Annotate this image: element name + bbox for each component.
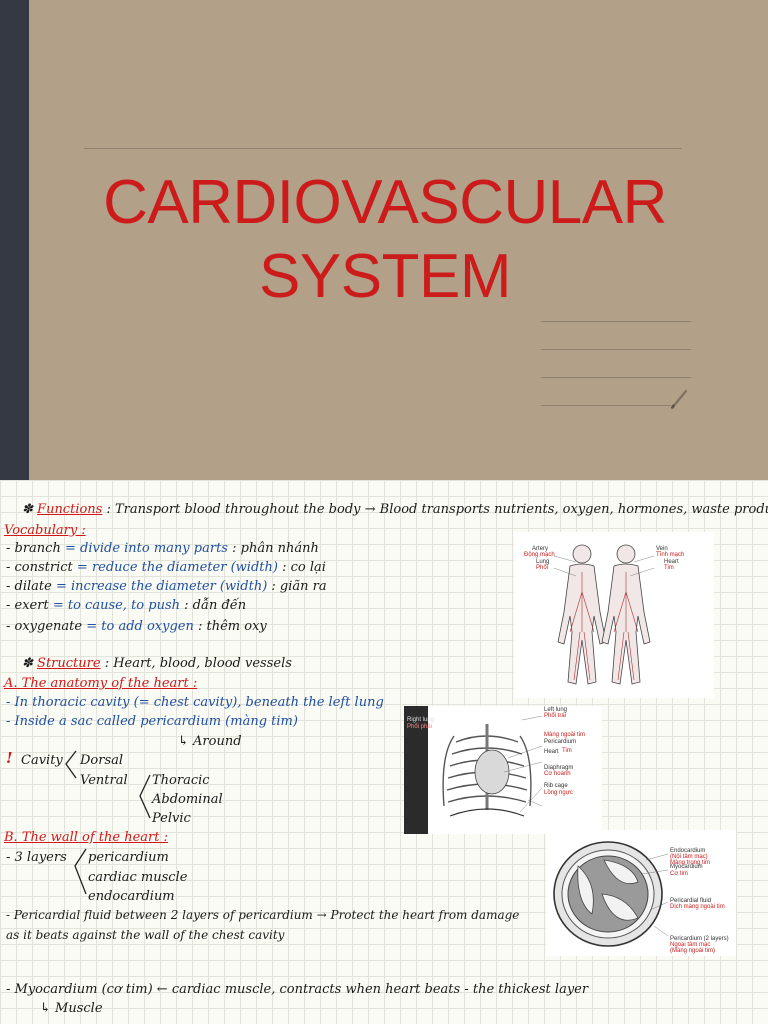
a-item: - In thoracic cavity (= chest cavity), b…	[6, 695, 384, 710]
cavity-sub-item: Thoracic	[152, 773, 210, 788]
label-pericardium-layers: Pericardium (2 layers)	[670, 936, 729, 942]
structure-line: ✽ Structure : Heart, blood, blood vessel…	[22, 655, 292, 672]
writing-line	[541, 377, 691, 378]
layers-label: - 3 layers	[6, 850, 67, 865]
chest-figure: Right lung Phổi phải Left lung Phổi trái…	[404, 706, 602, 834]
title-line-2: SYSTEM	[259, 242, 511, 311]
brace	[65, 750, 77, 779]
label-lung-vi: Phổi	[536, 564, 548, 571]
label-left-lung: Left lung	[544, 707, 567, 713]
layer-item: endocardium	[88, 889, 175, 904]
brace	[74, 848, 87, 895]
pericardial-fluid-line-cont: as it beats against the wall of the ches…	[6, 928, 285, 942]
label-pericardium: Pericardium	[544, 739, 576, 745]
label-rib-cage: Rib cage	[544, 783, 568, 789]
vocab-item: - exert = to cause, to push : dẫn đến	[6, 598, 247, 613]
layer-item: pericardium	[88, 850, 169, 865]
title-line-1: CARDIOVASCULAR	[103, 168, 667, 237]
vocab-item: - branch = divide into many parts : phân…	[6, 541, 319, 556]
cover-page: CARDIOVASCULAR SYSTEM	[0, 0, 768, 480]
label-right-lung: Right lung	[407, 717, 434, 723]
structure-text: : Heart, blood, blood vessels	[104, 656, 292, 671]
dorsal-label: Dorsal	[80, 753, 124, 768]
label-pericardial-fluid: Pericardial fluid	[670, 898, 711, 904]
label-pericardial-fluid-vi: Dịch màng ngoài tim	[670, 904, 725, 910]
section-b-heading: B. The wall of the heart :	[4, 830, 168, 845]
circulation-figure: Artery Động mạch Lung Phổi Vein Tĩnh mạc…	[514, 532, 714, 698]
cavity-sub-item: Pelvic	[152, 811, 191, 826]
body-silhouettes: Artery Động mạch Lung Phổi Vein Tĩnh mạc…	[524, 544, 684, 685]
asterisk-bullet: ✽	[22, 656, 33, 671]
label-left-lung-vi: Phổi trái	[544, 712, 566, 719]
label-vein-vi: Tĩnh mạch	[656, 552, 684, 558]
functions-label: Functions	[37, 502, 103, 517]
section-a-heading: A. The anatomy of the heart :	[4, 676, 198, 691]
label-endocardium-vi-2: Màng trong tim	[670, 860, 710, 866]
heart-wall-figure: Endocardium (Nội tâm mạc) Màng trong tim…	[546, 830, 736, 956]
functions-line: ✽ Functions : Transport blood throughout…	[22, 501, 768, 518]
brace	[139, 774, 151, 819]
structure-label: Structure	[37, 656, 101, 671]
rib-cage-diagram: Right lung Phổi phải Left lung Phổi trái…	[404, 706, 585, 834]
label-pericardium-vi-2: (Màng ngoài tim)	[670, 948, 715, 954]
ventral-label: Ventral	[80, 773, 128, 788]
layer-item: cardiac muscle	[88, 870, 188, 885]
label-lung: Lung	[536, 559, 549, 565]
pen-icon	[670, 389, 688, 410]
heart-wall-diagram: Endocardium (Nội tâm mạc) Màng trong tim…	[553, 841, 729, 954]
label-endocardium: Endocardium	[670, 848, 705, 854]
label-myocardium-vi: Cơ tim	[670, 871, 688, 877]
label-vein: Vein	[656, 546, 668, 552]
writing-line	[541, 349, 691, 350]
label-pericardium-vi: Ngoại tâm mạc	[670, 942, 710, 948]
muscle-note: ↳ Muscle	[40, 1001, 103, 1016]
warning-mark: !	[6, 749, 13, 767]
cover-title: CARDIOVASCULAR SYSTEM	[40, 166, 730, 314]
vocab-item: - dilate = increase the diameter (width)…	[6, 579, 327, 594]
label-myocardium: Myocardium	[670, 864, 703, 870]
vocab-item: - oxygenate = to add oxygen : thêm oxy	[6, 619, 267, 634]
vocab-item: - constrict = reduce the diameter (width…	[6, 560, 326, 575]
label-artery-vi: Động mạch	[524, 552, 555, 558]
label-pericardium-vi: Màng ngoài tim	[544, 732, 585, 738]
label-diaphragm: Diaphragm	[544, 765, 573, 771]
label-heart-vi: Tim	[664, 565, 674, 571]
a-item: - Inside a sac called pericardium (màng …	[6, 714, 298, 729]
title-rule	[84, 148, 682, 149]
notes-page: ✽ Functions : Transport blood throughout…	[0, 480, 768, 1024]
vocabulary-header: Vocabulary :	[4, 523, 86, 538]
asterisk-bullet: ✽	[22, 502, 33, 517]
label-artery: Artery	[532, 546, 548, 552]
myocardium-line: - Myocardium (cơ tim) ← cardiac muscle, …	[6, 982, 589, 997]
label-heart-vi: Tim	[562, 748, 572, 754]
pericardial-fluid-line: - Pericardial fluid between 2 layers of …	[6, 908, 520, 922]
notebook-spine	[0, 0, 29, 480]
writing-line	[541, 405, 671, 406]
around-note: ↳ Around	[178, 734, 242, 749]
cavity-sub-item: Abdominal	[152, 792, 223, 807]
label-heart: Heart	[664, 559, 679, 565]
label-endocardium-vi: (Nội tâm mạc)	[670, 854, 708, 860]
label-diaphragm-vi: Cơ hoành	[544, 771, 571, 777]
label-right-lung-vi: Phổi phải	[407, 723, 432, 730]
label-rib-cage-vi: Lồng ngực	[544, 790, 573, 796]
cavity-label: Cavity	[21, 753, 63, 768]
writing-line	[541, 321, 691, 322]
functions-text: : Transport blood throughout the body → …	[106, 502, 768, 517]
label-heart: Heart	[544, 749, 559, 755]
